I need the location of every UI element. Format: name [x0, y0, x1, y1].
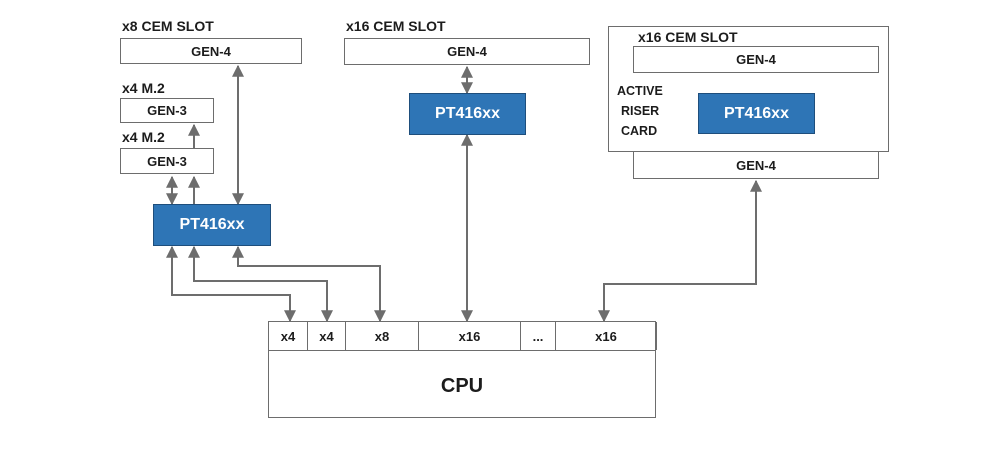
link-left-retimer-cpu-x8 — [232, 245, 386, 323]
riser-edge-gen: GEN-4 — [736, 157, 776, 173]
m2-top-slot: GEN-3 — [120, 98, 214, 123]
left-retimer: PT416xx — [153, 204, 271, 246]
m2-bottom-gen: GEN-3 — [147, 153, 187, 169]
riser-retimer-label: PT416xx — [724, 104, 789, 122]
link-left-retimer-cpu-x4-b — [188, 245, 333, 323]
m2-top-title: x4 M.2 — [122, 80, 165, 96]
x16-cem-slot: GEN-4 — [344, 38, 590, 65]
x8-cem-slot-title: x8 CEM SLOT — [122, 18, 214, 34]
cpu-lane-x4-b: x4 — [308, 322, 346, 350]
cpu-lane-x16-a: x16 — [419, 322, 521, 350]
left-retimer-label: PT416xx — [179, 216, 245, 233]
riser-slot: GEN-4 — [633, 46, 879, 73]
cpu-lane-ellipsis: ... — [521, 322, 556, 350]
riser-slot-gen: GEN-4 — [736, 52, 776, 67]
mid-retimer-label: PT416xx — [435, 105, 500, 122]
riser-slot-title: x16 CEM SLOT — [638, 29, 738, 45]
cpu-lane-x4-a: x4 — [269, 322, 308, 350]
cpu-lane-x16-b: x16 — [556, 322, 657, 350]
riser-retimer: PT416xx — [698, 93, 815, 134]
x8-cem-slot-gen: GEN-4 — [191, 43, 231, 59]
riser-edge-connector: GEN-4 — [633, 151, 879, 179]
riser-label-line-2: RISER — [621, 104, 660, 118]
link-riser-edge-cpu-x16 — [598, 179, 762, 323]
mid-retimer: PT416xx — [409, 93, 526, 135]
cpu-lane-x8: x8 — [346, 322, 419, 350]
x16-cem-slot-title: x16 CEM SLOT — [346, 18, 446, 34]
cpu-block — [268, 321, 656, 418]
cpu-lane-row: x4 x4 x8 x16 ... x16 — [268, 321, 657, 351]
x8-cem-slot: GEN-4 — [120, 38, 302, 64]
link-left-retimer-cpu-x4-a — [166, 245, 296, 323]
m2-bottom-title: x4 M.2 — [122, 129, 165, 145]
riser-label-line-1: ACTIVE — [617, 84, 663, 98]
m2-bottom-slot: GEN-3 — [120, 148, 214, 174]
x16-cem-slot-gen: GEN-4 — [447, 44, 487, 59]
riser-label-line-3: CARD — [621, 124, 658, 138]
m2-top-gen: GEN-3 — [147, 103, 187, 118]
cpu-label: CPU — [440, 375, 484, 397]
